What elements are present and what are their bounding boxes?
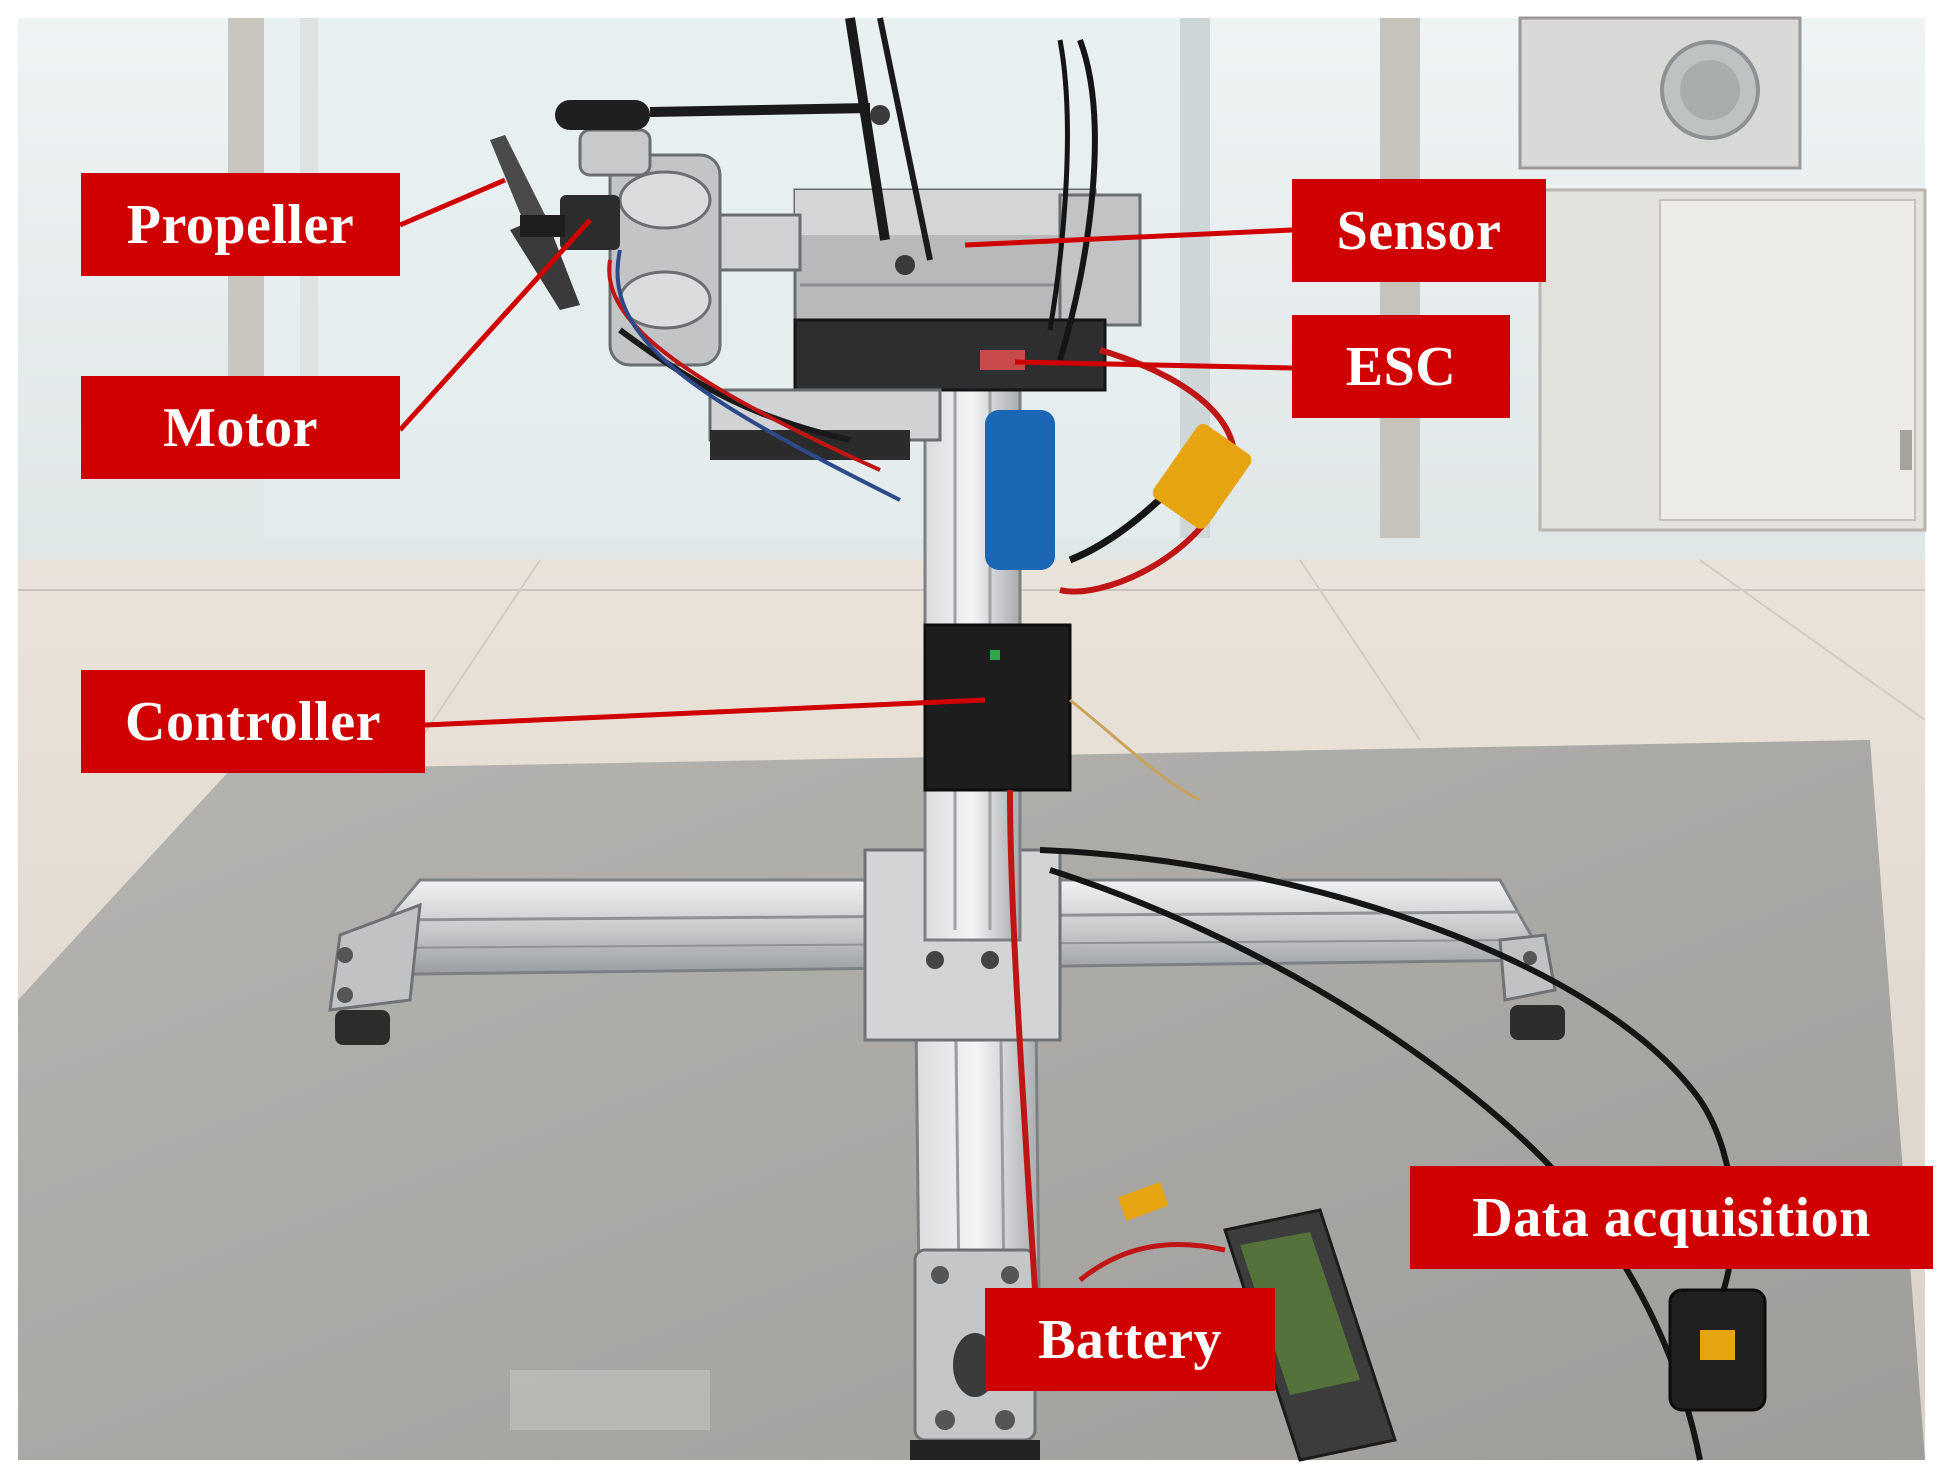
label-motor: Motor	[81, 376, 400, 479]
leader-line-propeller	[399, 177, 506, 228]
controller-box	[923, 623, 1072, 792]
esc-board	[793, 318, 1107, 392]
label-data-acquisition: Data acquisition	[1410, 1166, 1933, 1269]
leader-line-controller	[424, 697, 986, 728]
label-propeller: Propeller	[81, 173, 400, 276]
blue-module	[985, 410, 1055, 570]
label-sensor: Sensor	[1292, 179, 1546, 282]
leader-line-sensor	[964, 227, 1293, 248]
propeller	[510, 215, 580, 310]
label-controller: Controller	[81, 670, 425, 773]
leader-line-esc	[1014, 359, 1293, 371]
label-battery: Battery	[985, 1288, 1275, 1391]
power-connector	[1152, 424, 1252, 529]
leader-lines	[398, 177, 1293, 728]
lab-equipment	[1518, 16, 1802, 170]
top-handle	[555, 100, 650, 130]
leader-line-motor	[398, 218, 592, 432]
label-esc: ESC	[1292, 315, 1510, 418]
